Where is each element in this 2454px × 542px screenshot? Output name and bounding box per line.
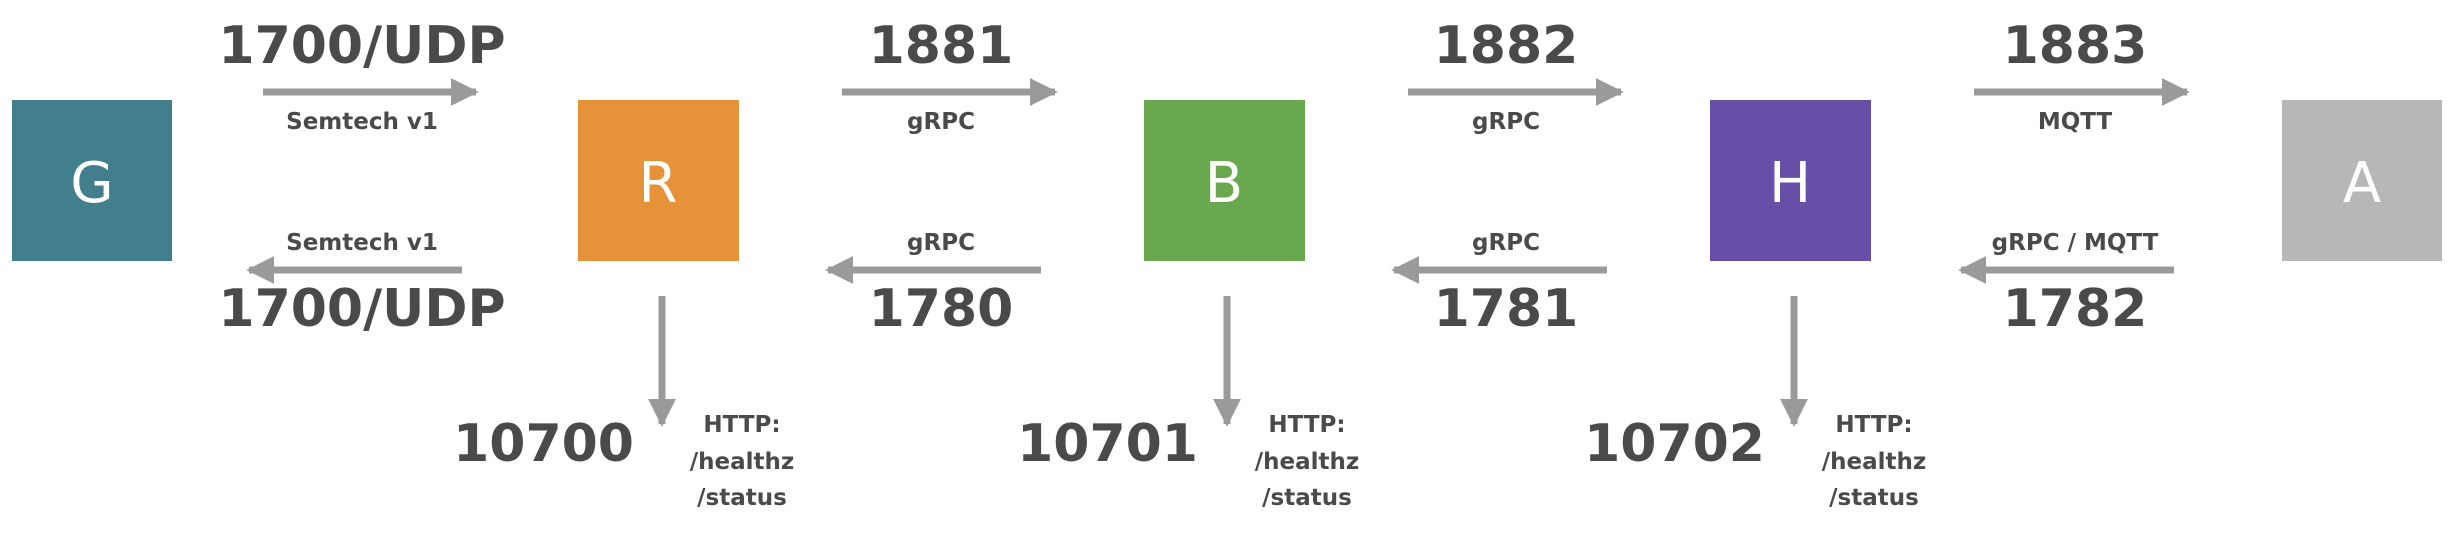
health-protocol-label: HTTP: (703, 412, 780, 438)
health-path-healthz: /healthz (690, 449, 795, 475)
health-protocol-label: HTTP: (1268, 412, 1345, 438)
health-endpoint-h: 10702 HTTP: /healthz /status (1584, 296, 1926, 511)
health-path-healthz: /healthz (1822, 449, 1927, 475)
node-a-box (2282, 100, 2442, 261)
health-path-status: /status (697, 485, 787, 511)
node-g: G (12, 100, 172, 261)
node-h-label: H (1769, 151, 1811, 216)
node-h: H (1710, 100, 1871, 261)
health-protocol-label: HTTP: (1835, 412, 1912, 438)
return-protocol-label: gRPC (1472, 230, 1540, 256)
link-r-b: 1881 gRPC gRPC 1780 (825, 16, 1058, 339)
link-b-h: 1882 gRPC gRPC 1781 (1391, 16, 1624, 339)
forward-port-label: 1700/UDP (218, 16, 505, 76)
health-port-label: 10700 (453, 414, 634, 474)
return-port-label: 1700/UDP (218, 279, 505, 339)
health-path-status: /status (1829, 485, 1919, 511)
return-port-label: 1782 (2003, 279, 2148, 339)
health-port-label: 10701 (1017, 414, 1198, 474)
forward-port-label: 1882 (1434, 16, 1579, 76)
health-endpoint-r: 10700 HTTP: /healthz /status (453, 296, 794, 511)
health-path-status: /status (1262, 485, 1352, 511)
return-port-label: 1781 (1434, 279, 1579, 339)
health-endpoint-b: 10701 HTTP: /healthz /status (1017, 296, 1359, 511)
node-a-label: A (2343, 151, 2381, 216)
forward-port-label: 1881 (869, 16, 1014, 76)
health-path-healthz: /healthz (1255, 449, 1360, 475)
forward-port-label: 1883 (2003, 16, 2148, 76)
forward-protocol-label: gRPC (907, 109, 975, 135)
node-r-label: R (639, 151, 678, 216)
node-b-label: B (1205, 151, 1243, 216)
return-protocol-label: gRPC (907, 230, 975, 256)
node-g-label: G (70, 151, 113, 216)
return-protocol-label: Semtech v1 (286, 230, 438, 256)
link-h-a: 1883 MQTT gRPC / MQTT 1782 (1958, 16, 2190, 339)
forward-protocol-label: Semtech v1 (286, 109, 438, 135)
node-g-box (12, 100, 172, 261)
health-port-label: 10702 (1584, 414, 1765, 474)
node-b: B (1144, 100, 1305, 261)
return-port-label: 1780 (869, 279, 1014, 339)
link-g-r: 1700/UDP Semtech v1 Semtech v1 1700/UDP (218, 16, 505, 339)
forward-protocol-label: MQTT (2038, 109, 2113, 135)
node-r: R (578, 100, 739, 261)
node-b-box (1144, 100, 1305, 261)
return-protocol-label: gRPC / MQTT (1992, 230, 2159, 256)
node-h-box (1710, 100, 1871, 261)
forward-protocol-label: gRPC (1472, 109, 1540, 135)
node-a: A (2282, 100, 2442, 261)
node-r-box (578, 100, 739, 261)
